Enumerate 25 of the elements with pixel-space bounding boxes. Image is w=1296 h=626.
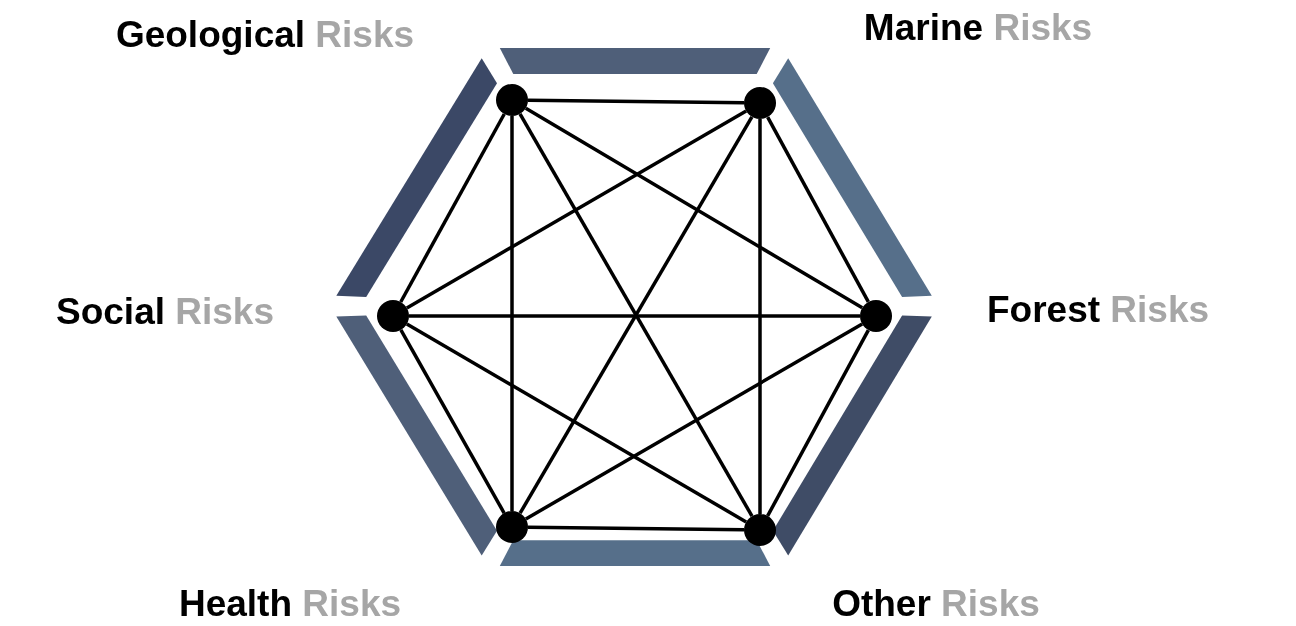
- risk-label: Forest Risks: [986, 289, 1210, 331]
- connector-line: [527, 98, 745, 105]
- connector-line: [524, 106, 864, 310]
- node-dot: [744, 87, 776, 119]
- risk-label: Marine Risks: [863, 7, 1093, 49]
- risk-label: Geological Risks: [115, 14, 415, 56]
- connector-line: [399, 329, 506, 514]
- risk-label: Health Risks: [178, 583, 402, 625]
- connector-line: [409, 314, 860, 318]
- risk-label: Social Risks: [56, 291, 274, 333]
- risk-label: Other Risks: [832, 583, 1040, 625]
- connector-line: [766, 329, 870, 517]
- connector-line: [399, 113, 506, 303]
- connector-line: [527, 525, 745, 532]
- connector-line: [405, 322, 748, 524]
- node-dot: [496, 511, 528, 543]
- connector-line: [766, 116, 870, 303]
- connector-line: [524, 322, 864, 521]
- connector-line: [758, 119, 762, 514]
- node-dot: [744, 514, 776, 546]
- node-dot: [377, 300, 409, 332]
- connector-line: [510, 116, 514, 511]
- node-dot: [496, 84, 528, 116]
- connector-line: [405, 109, 748, 310]
- node-dot: [860, 300, 892, 332]
